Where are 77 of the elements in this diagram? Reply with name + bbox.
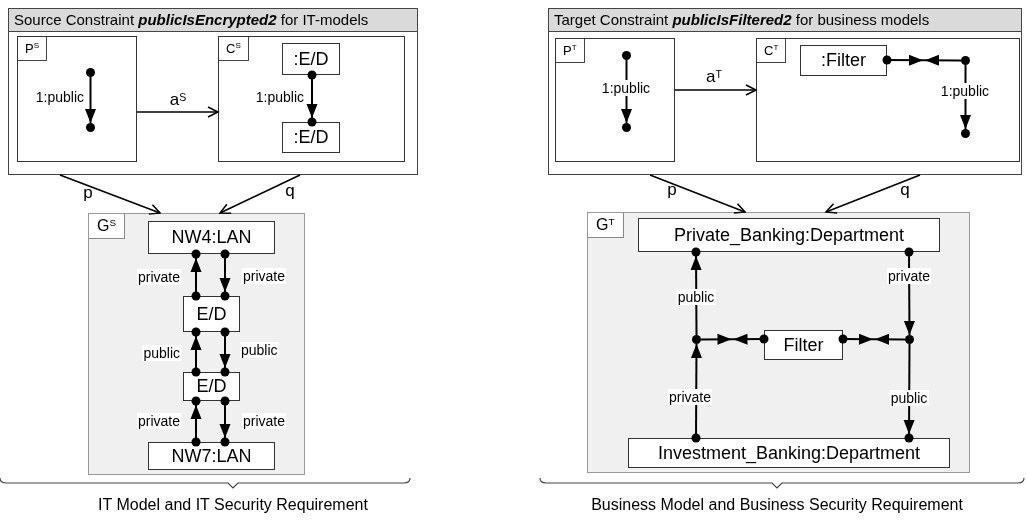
association-arrow [882,54,962,66]
association-arrow [85,76,96,124]
frame-header: Target Constraint publicIsFiltered2 for business models [549,9,1021,32]
association-arrow [219,249,231,301]
association-arrow [838,333,906,345]
edge-label: public [240,342,279,358]
frame-label: C$^{S}$ [219,37,249,61]
class-box: :E/D [282,122,340,153]
class-box: E/D [183,372,240,401]
association-arrow [903,247,915,336]
edge-label: q [900,182,910,198]
association-arrow [700,333,769,345]
constraint-frame [548,8,1022,175]
frame-label: G$^{T}$ [588,213,624,238]
pattern-frame [555,38,675,162]
port-dot [622,123,631,132]
edge-label: p [667,182,677,198]
caption: Business Model and Business Security Requirement [591,496,963,514]
edge-label: private [242,268,287,284]
morphism-arrow [649,174,746,214]
edge-label: a$^{S}$ [169,92,187,108]
association-arrow [306,70,318,127]
association-arrow [690,247,702,336]
class-box: :E/D [282,43,340,75]
port-dot [622,51,631,60]
class-box: NW4:LAN [148,221,275,254]
edge-label: 1:public [255,89,304,105]
morphism-arrow [674,84,757,96]
pattern-frame [218,36,405,162]
frame-label: C$^{T}$ [757,39,787,63]
edge-label: private [668,389,712,405]
port-dot [692,335,701,344]
association-arrow [190,249,202,301]
association-arrow [190,396,202,447]
graph-frame [88,213,305,475]
constraint-frame [8,8,418,175]
association-arrow [219,396,231,447]
pattern-frame [17,36,137,162]
frame-label: P$^{S}$ [18,37,48,61]
edge-label: private [242,413,287,429]
edge-label: p [83,185,93,201]
class-box: NW7:LAN [148,442,275,470]
morphism-arrow [59,174,161,215]
edge-label: q [285,183,295,199]
edge-label: a$^{T}$ [706,69,722,85]
port-dot [961,129,970,138]
frame-label: P$^{T}$ [556,39,585,63]
edge-label: 1:public [939,83,991,99]
graph-frame [587,212,970,473]
class-box: Private_Banking:Department [638,218,940,252]
port-dot [905,335,914,344]
frame-header: Source Constraint publicIsEncrypted2 for IT-models [9,9,417,32]
edge-label: public [676,289,716,305]
edge-label: public [889,390,929,406]
edge-label: private [887,268,931,284]
frame-label: G$^{S}$ [89,214,126,239]
class-box: Investment_Banking:Department [628,438,950,468]
edge-label: private [136,413,181,429]
association-arrow [903,343,915,443]
edge-label: 1:public [35,89,84,105]
port-dot [961,56,970,65]
association-arrow [219,327,231,377]
class-box: E/D [183,296,240,332]
edge-label: 1:public [600,80,652,96]
class-box: :Filter [800,45,887,76]
caption: IT Model and IT Security Requirement [98,496,368,514]
edge-label: public [142,345,181,361]
association-arrow [690,343,702,443]
port-dot [86,68,95,77]
pattern-frame [756,38,1020,162]
edge-label: private [136,269,181,285]
association-arrow [190,327,202,377]
class-box: Filter [764,330,843,360]
morphism-arrow [136,106,219,118]
port-dot [86,123,95,132]
morphism-arrow [219,174,301,214]
morphism-arrow [825,174,921,214]
